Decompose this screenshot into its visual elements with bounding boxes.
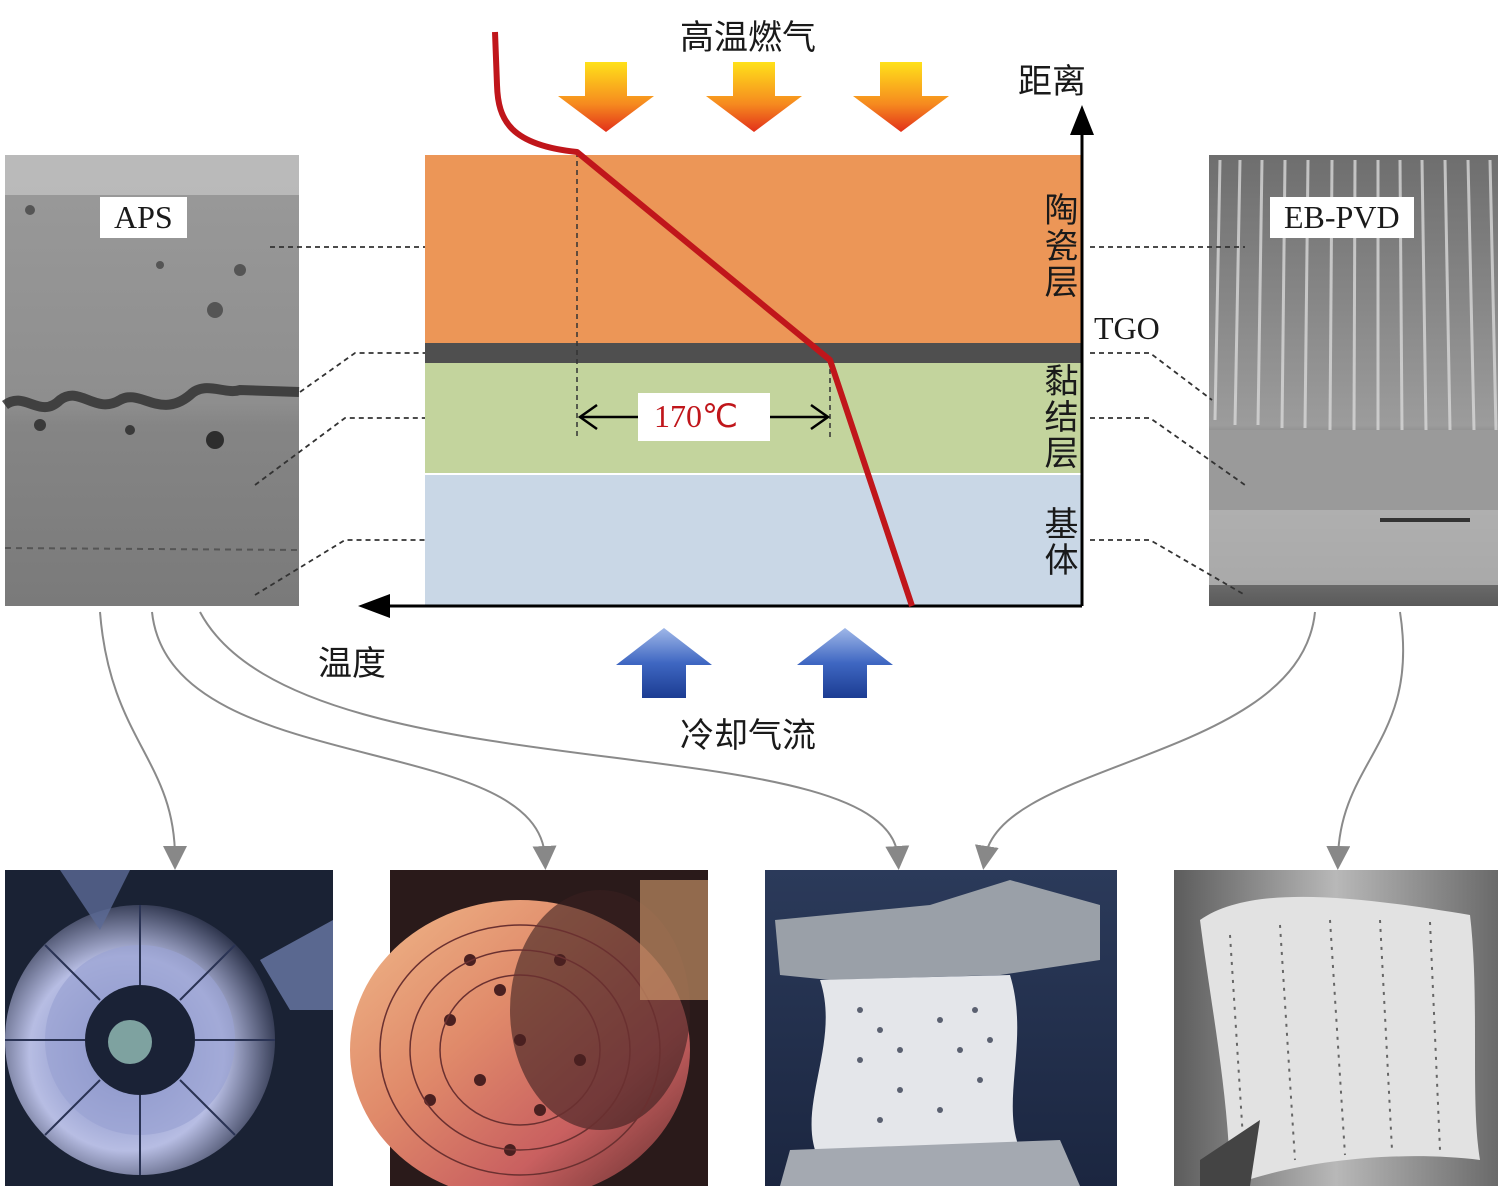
axes [358, 105, 1094, 618]
engine-nozzle-photo [5, 870, 333, 1186]
hot-gas-label: 高温燃气 [680, 18, 816, 58]
hot-gas-arrows [558, 62, 949, 132]
cooling-flow-label: 冷却气流 [680, 716, 816, 756]
turbine-blade-photo-1 [765, 870, 1117, 1186]
temperature-drop-label: 170℃ [654, 398, 738, 434]
substrate-layer [425, 475, 1082, 606]
application-arrows [99, 611, 1405, 870]
y-axis-label: 距离 [1018, 62, 1086, 102]
down-arrow-icon [558, 62, 654, 132]
ceramic-layer-label: 陶瓷层 [1038, 192, 1078, 300]
temperature-drop-arrow [577, 403, 831, 431]
right-connectors [1090, 246, 1246, 596]
ceramic-layer [425, 155, 1082, 343]
up-arrow-icon [616, 628, 712, 698]
tgo-label: TGO [1094, 310, 1160, 346]
turbine-blade-photo-2 [1174, 870, 1498, 1186]
eb-pvd-label: EB-PVD [1270, 197, 1414, 238]
x-axis-arrowhead [358, 594, 390, 618]
combustor-liner-photo [350, 870, 708, 1186]
substrate-layer-label: 基体 [1038, 506, 1078, 578]
down-arrow-icon [853, 62, 949, 132]
bond-layer-label: 黏结层 [1038, 363, 1078, 471]
temperature-curve [492, 31, 915, 607]
aps-label: APS [100, 197, 187, 238]
down-arrow-icon [706, 62, 802, 132]
cooling-arrows [616, 628, 893, 698]
y-axis-arrowhead [1070, 105, 1094, 135]
layer-stack [425, 155, 1082, 606]
tgo-layer [425, 343, 1082, 363]
up-arrow-icon [797, 628, 893, 698]
x-axis-label: 温度 [318, 644, 386, 684]
left-connectors [254, 246, 425, 596]
eb-pvd-micrograph [1209, 155, 1498, 606]
